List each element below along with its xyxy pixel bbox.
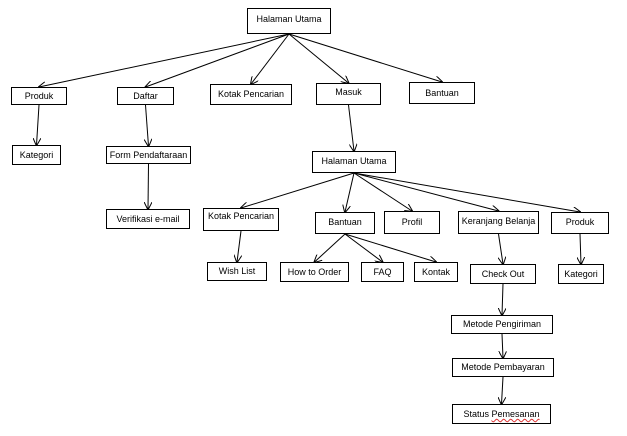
node-label: Kotak Pencarian xyxy=(217,89,285,99)
node-label-word: Status xyxy=(463,409,489,419)
node-label: Kategori xyxy=(19,150,54,160)
connector-arrow-halaman_utama_2-to-bantuan_2 xyxy=(345,172,355,212)
node-masuk: Masuk xyxy=(316,83,381,105)
node-label: How to Order xyxy=(287,267,342,277)
node-bantuan: Bantuan xyxy=(409,82,475,104)
node-metode-pembayaran: Metode Pembayaran xyxy=(452,358,554,377)
connector-arrow-halaman_utama_2-to-profil xyxy=(353,172,412,211)
connector-arrow-daftar-to-form_pendaftaraan xyxy=(146,104,149,146)
connector-arrow-check_out-to-metode_pengiriman xyxy=(502,283,503,315)
spellcheck-underlined-word: Pemesanan xyxy=(491,409,540,419)
connector-arrow-masuk-to-halaman_utama_2 xyxy=(348,104,355,151)
node-label: Metode Pembayaran xyxy=(461,362,545,372)
connector-arrow-produk_2-to-kategori_2 xyxy=(580,233,581,264)
node-label: Wish List xyxy=(218,266,256,276)
node-label: Check Out xyxy=(481,269,525,279)
node-kategori: Kategori xyxy=(12,145,61,165)
connector-arrow-bantuan_2-to-kontak xyxy=(344,233,436,262)
node-label: Keranjang Belanja xyxy=(461,216,536,226)
node-kotak-pencarian-member: Kotak Pencarian xyxy=(203,208,279,231)
connector-arrow-root-to-kotak_pencarian_1 xyxy=(251,33,290,84)
node-label: Masuk xyxy=(335,87,362,97)
connector-arrow-produk-to-kategori_1 xyxy=(37,104,40,145)
connector-arrow-form_pendaftaraan-to-verifikasi_email xyxy=(148,163,149,209)
node-label: Kontak xyxy=(421,267,451,277)
node-label: Produk xyxy=(565,217,595,227)
node-label: Bantuan xyxy=(425,88,459,98)
connector-arrow-bantuan_2-to-faq xyxy=(344,233,383,262)
node-label: Produk xyxy=(24,91,54,101)
node-label: Bantuan xyxy=(328,217,362,227)
node-label: Metode Pengiriman xyxy=(462,319,542,329)
node-form-pendaftaraan: Form Pendaftaraan xyxy=(106,146,191,164)
connector-arrow-metode_pembayaran-to-status_pemesanan xyxy=(502,376,504,404)
connector-arrow-root-to-daftar xyxy=(146,33,290,87)
node-kotak-pencarian: Kotak Pencarian xyxy=(210,84,292,105)
node-status-pemesanan: Status Pemesanan xyxy=(452,404,551,424)
node-kontak: Kontak xyxy=(414,262,458,282)
connector-arrow-bantuan_2-to-how_to_order xyxy=(315,233,346,262)
node-label: Form Pendaftaraan xyxy=(109,150,188,160)
node-halaman-utama-member: Halaman Utama xyxy=(312,151,396,173)
node-label: Halaman Utama xyxy=(321,156,387,166)
connector-arrow-metode_pengiriman-to-metode_pembayaran xyxy=(502,333,503,358)
connector-arrow-root-to-bantuan_1 xyxy=(288,33,442,82)
node-produk-member: Produk xyxy=(551,212,609,234)
node-kategori-member: Kategori xyxy=(558,264,604,284)
node-label: Status Pemesanan xyxy=(453,410,550,419)
node-halaman-utama-root: Halaman Utama xyxy=(247,8,331,34)
connector-arrow-halaman_utama_2-to-kotak_pencarian_2 xyxy=(241,172,355,208)
node-label: FAQ xyxy=(373,267,392,277)
node-label: Profil xyxy=(401,217,423,227)
node-how-to-order: How to Order xyxy=(280,262,349,282)
node-label: Kotak Pencarian xyxy=(207,211,275,221)
node-profil: Profil xyxy=(384,211,440,234)
node-keranjang-belanja: Keranjang Belanja xyxy=(458,211,539,234)
node-metode-pengiriman: Metode Pengiriman xyxy=(451,315,553,334)
connector-arrow-root-to-masuk xyxy=(288,33,349,83)
node-label: Daftar xyxy=(133,91,158,101)
node-daftar: Daftar xyxy=(117,87,174,105)
node-label: Kategori xyxy=(564,269,598,279)
connector-arrow-root-to-produk xyxy=(39,33,290,87)
node-wish-list: Wish List xyxy=(207,262,267,281)
node-check-out: Check Out xyxy=(470,264,536,284)
node-label: Halaman Utama xyxy=(256,14,322,24)
node-label: Verifikasi e-mail xyxy=(116,214,180,224)
node-bantuan-member: Bantuan xyxy=(315,212,375,234)
node-produk: Produk xyxy=(11,87,67,105)
node-faq: FAQ xyxy=(361,262,404,282)
connector-arrow-halaman_utama_2-to-produk_2 xyxy=(353,172,580,212)
connector-arrow-kotak_pencarian_2-to-wish_list xyxy=(237,230,241,262)
connector-arrow-keranjang_belanja-to-check_out xyxy=(498,233,504,264)
node-verifikasi-email: Verifikasi e-mail xyxy=(106,209,190,229)
connector-arrow-halaman_utama_2-to-keranjang_belanja xyxy=(353,172,499,211)
